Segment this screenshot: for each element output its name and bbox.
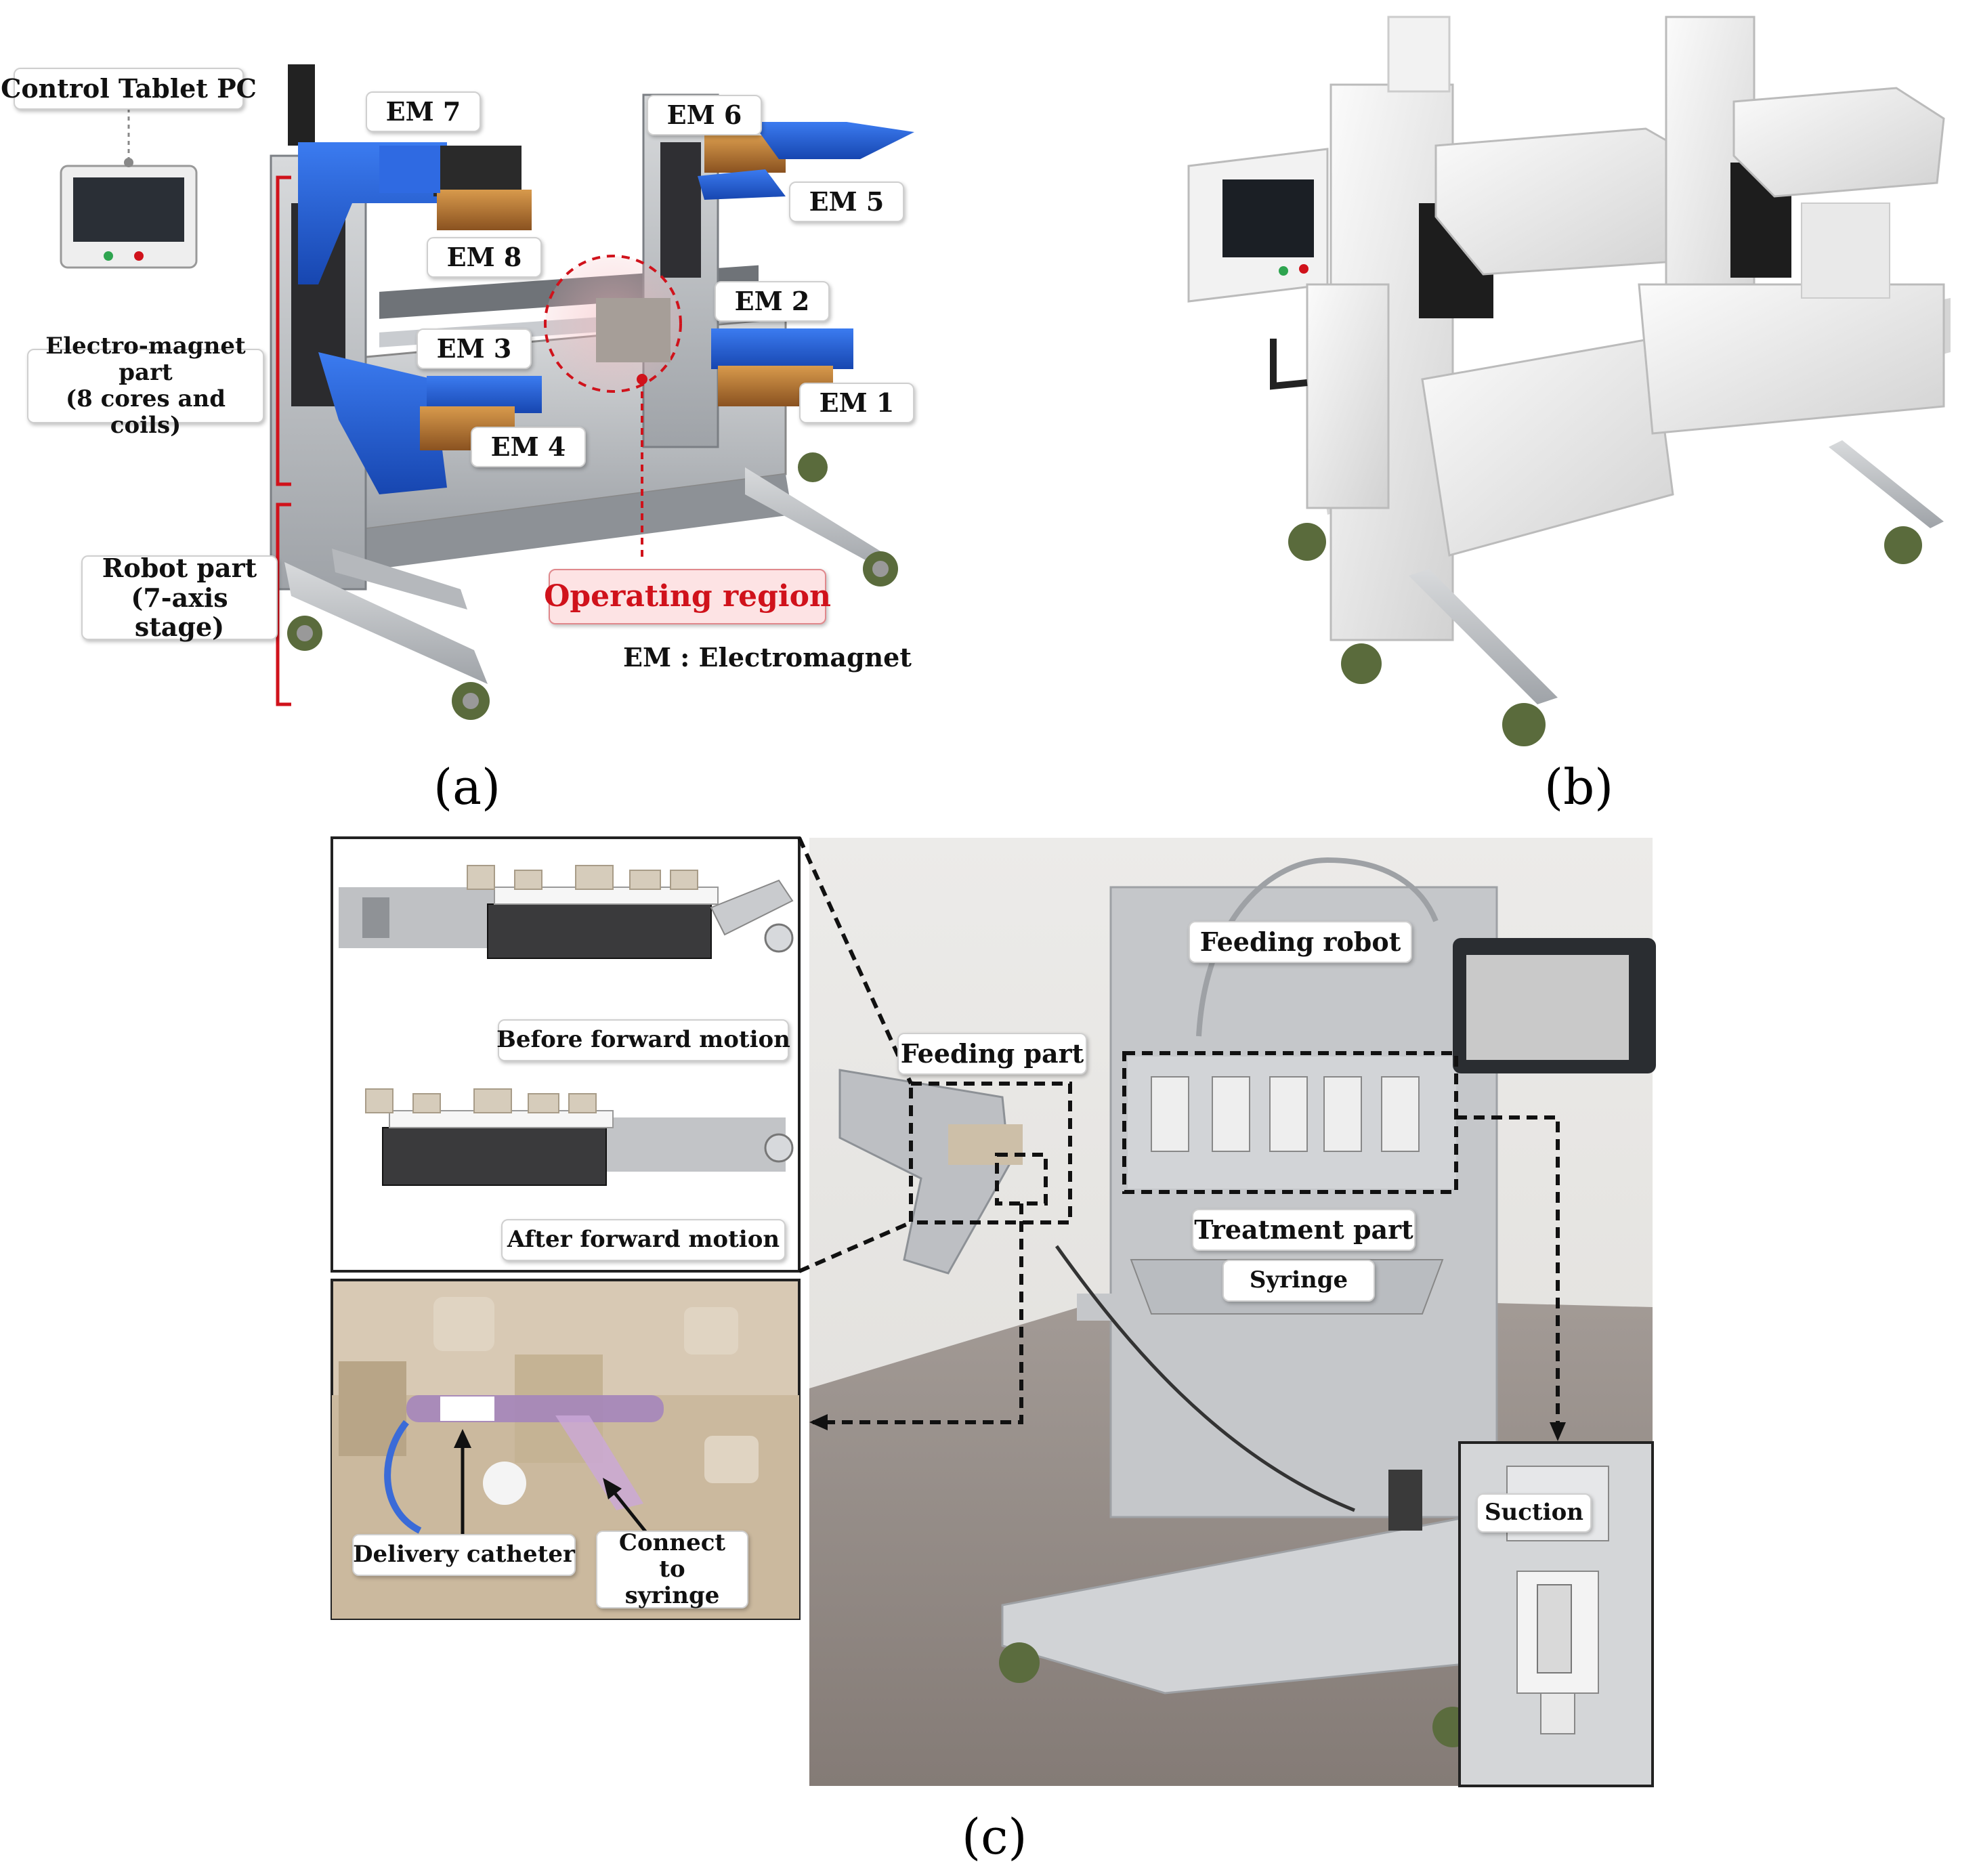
label-em5: EM 5: [789, 182, 904, 222]
label-delivery-catheter: Delivery catheter: [352, 1534, 576, 1576]
label-operating-region: Operating region: [544, 569, 831, 624]
label-em6: EM 6: [647, 95, 762, 135]
label-suction: Suction: [1476, 1493, 1592, 1533]
label-em-legend: EM : Electromagnet: [623, 642, 912, 673]
label-syringe: Syringe: [1222, 1260, 1375, 1302]
label-em7: EM 7: [366, 91, 481, 132]
arrow-to-closeup: [809, 1414, 828, 1430]
label-robot-part: Robot part (7-axis stage): [81, 552, 278, 643]
label-em2: EM 2: [715, 281, 830, 322]
label-electro-magnet-part: Electro-magnet part (8 cores and coils): [27, 333, 264, 439]
dashed-callouts: [797, 836, 1560, 1432]
label-robot-part-line1: Robot part: [102, 552, 257, 583]
label-connect-to-syringe: Connect to syringe: [596, 1529, 748, 1610]
label-electro-magnet-part-line2: (8 cores and coils): [65, 385, 226, 440]
label-feeding-part: Feeding part: [897, 1033, 1087, 1075]
label-connect-to-syringe-line2: syringe: [624, 1582, 720, 1610]
label-robot-part-line2: (7-axis stage): [131, 582, 228, 643]
label-em3: EM 3: [417, 328, 532, 369]
label-after-forward-motion: After forward motion: [501, 1219, 786, 1261]
label-em1: EM 1: [799, 383, 914, 423]
panel-a-illustration: [60, 64, 914, 720]
label-control-tablet-pc: Control Tablet PC: [1, 68, 257, 110]
label-connect-to-syringe-line1: Connect to: [618, 1529, 726, 1583]
caption-b: (b): [1544, 759, 1614, 815]
label-electro-magnet-part-line1: Electro-magnet part: [45, 332, 246, 386]
caption-c: (c): [962, 1808, 1027, 1865]
caption-a: (a): [433, 759, 501, 815]
label-em8: EM 8: [427, 237, 542, 278]
arrow-to-suction: [1550, 1422, 1566, 1441]
label-treatment-part: Treatment part: [1192, 1209, 1416, 1251]
label-before-forward-motion: Before forward motion: [496, 1019, 790, 1061]
label-feeding-robot: Feeding robot: [1189, 921, 1412, 963]
panel-b-illustration: [1187, 16, 1951, 746]
label-em4: EM 4: [471, 427, 586, 467]
